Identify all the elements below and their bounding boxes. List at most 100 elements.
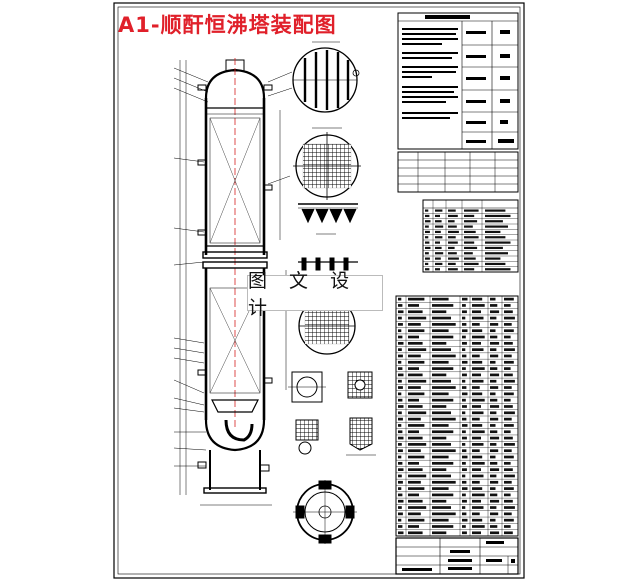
parts-row-cell [504, 323, 512, 326]
parts-row-cell [408, 360, 425, 364]
parts-row-cell [472, 310, 481, 314]
parts-row-cell [504, 493, 511, 497]
parts-row-cell [432, 525, 454, 528]
parts-row-cell [432, 323, 456, 326]
parts-row-cell [432, 424, 449, 427]
parts-row-cell [398, 323, 403, 326]
parts-row-cell [432, 335, 454, 339]
parts-row-cell [432, 392, 449, 396]
parts-row-cell [462, 297, 468, 301]
parts-row-cell [504, 329, 514, 333]
sheet-inner-border [117, 6, 521, 575]
parts-row-cell [398, 506, 402, 509]
nozzle-row-cell [485, 220, 503, 223]
parts-row-cell [472, 499, 481, 503]
parts-row-cell [504, 480, 512, 484]
parts-row-cell [490, 386, 499, 389]
parts-row-cell [462, 487, 468, 490]
parts-row-cell [462, 499, 467, 503]
parts-row-cell [504, 335, 511, 339]
parts-row-cell [408, 354, 421, 358]
nozzle-row-cell [448, 225, 457, 228]
parts-row-cell [408, 341, 423, 345]
nozzle-row-cell [425, 220, 431, 223]
parts-row-cell [398, 455, 402, 459]
nozzle-row-cell [485, 252, 508, 255]
parts-row-cell [398, 329, 402, 333]
parts-row-cell [462, 480, 467, 484]
parts-row-cell [490, 316, 497, 320]
parts-row-cell [504, 487, 514, 490]
nozzle-row-cell [464, 252, 473, 255]
parts-row-cell [462, 373, 467, 377]
bottom-head [204, 419, 266, 452]
parts-row-cell [504, 341, 513, 345]
parts-row-cell [472, 354, 480, 358]
parts-row-cell [398, 468, 404, 471]
parts-row-cell [490, 348, 497, 351]
parts-row-cell [490, 499, 500, 503]
parts-row-cell [432, 348, 451, 351]
nozzle-row-cell [448, 252, 457, 255]
parts-row-cell [432, 304, 454, 307]
parts-row-cell [504, 443, 515, 446]
sheet-outer-border [113, 2, 525, 579]
nozzle-row-cell [464, 220, 478, 223]
parts-row-cell [398, 499, 404, 503]
parts-row-cell [472, 398, 485, 402]
parts-row-cell [408, 367, 419, 370]
parts-row-cell [472, 455, 483, 459]
nozzle-row-cell [425, 236, 429, 239]
parts-row-cell [462, 531, 467, 535]
parts-row-cell [398, 531, 404, 535]
parts-row-cell [432, 518, 449, 522]
parts-row-cell [408, 411, 427, 415]
parts-row-cell [472, 436, 481, 440]
parts-row-cell [490, 525, 498, 528]
parts-row-cell [490, 341, 500, 345]
parts-row-cell [398, 335, 403, 339]
detail-view-8 [293, 480, 357, 544]
parts-row-cell [398, 367, 403, 370]
parts-row-cell [462, 379, 466, 383]
parts-row-cell [432, 341, 447, 345]
parts-row-cell [432, 480, 456, 484]
parts-row-cell [472, 474, 484, 478]
nozzle-row-cell [448, 230, 459, 234]
detail-view-6 [288, 371, 373, 403]
parts-row-cell [462, 310, 467, 314]
parts-row-cell [408, 297, 425, 301]
nozzle-row-cell [485, 257, 501, 260]
parts-row-cell [408, 386, 421, 389]
parts-row-cell [462, 386, 467, 389]
parts-row-cell [490, 354, 499, 358]
parts-row-cell [462, 474, 466, 478]
parts-row-cell [398, 487, 402, 490]
parts-row-cell [490, 310, 500, 314]
parts-row-cell [504, 354, 512, 358]
base-ring [203, 487, 267, 494]
parts-row-cell [398, 449, 403, 453]
detail-view-2 [293, 127, 361, 200]
nozzle-row-cell [485, 241, 511, 244]
nozzle-row-cell [485, 225, 508, 228]
parts-row-cell [472, 531, 481, 535]
parts-row-cell [490, 424, 496, 427]
parts-row-cell [398, 411, 402, 415]
nozzle-row-cell [425, 246, 431, 250]
nozzle-row-cell [448, 214, 458, 218]
parts-row-cell [408, 329, 425, 333]
parts-row-cell [490, 531, 500, 535]
parts-row-cell [432, 398, 454, 402]
nozzle-row-cell [448, 268, 458, 271]
detail-view-7 [295, 417, 376, 456]
parts-row-cell [490, 373, 500, 377]
parts-row-cell [408, 430, 419, 434]
parts-row-cell [504, 518, 514, 522]
parts-row-cell [490, 329, 496, 333]
parts-row-cell [490, 405, 500, 408]
bottom-pipe [224, 419, 254, 442]
parts-row-cell [408, 405, 423, 408]
nozzle-row-cell [425, 241, 430, 244]
parts-row-cell [398, 480, 403, 484]
